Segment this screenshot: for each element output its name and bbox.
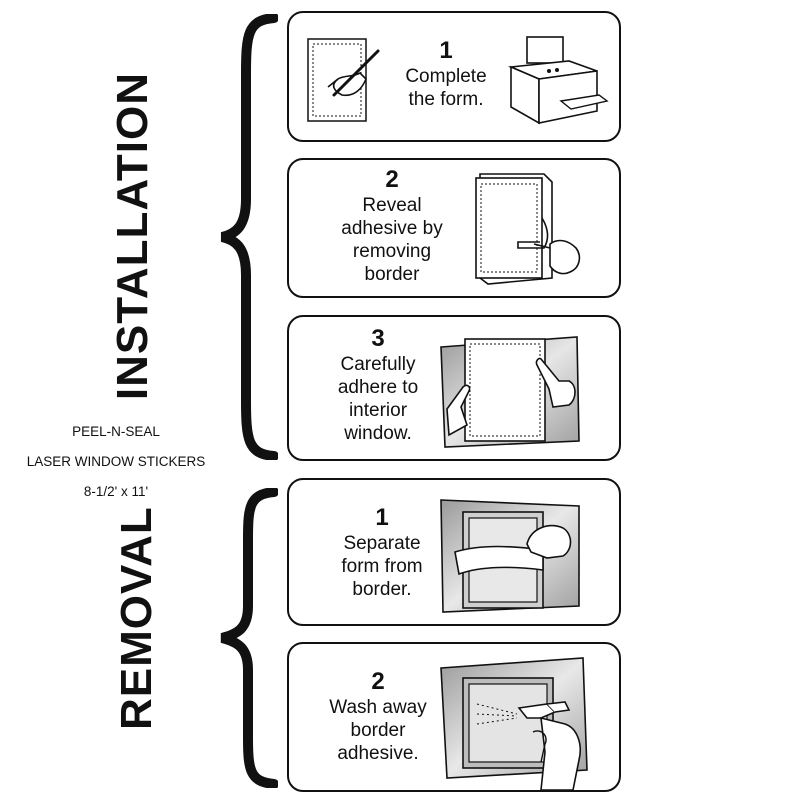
step-text-line: form from bbox=[341, 556, 423, 577]
removal-brace bbox=[220, 488, 278, 788]
step-text-line: Wash away bbox=[329, 697, 427, 718]
caption-line-3: 8-1/2' x 11' bbox=[83, 484, 149, 499]
step-text-line: window. bbox=[344, 423, 412, 444]
step-number: 3 bbox=[371, 325, 385, 352]
step-text-line: Separate bbox=[343, 533, 421, 554]
step-number: 2 bbox=[371, 668, 385, 695]
step-text-line: border bbox=[350, 720, 406, 741]
hands-on-window-icon bbox=[440, 336, 580, 448]
step-text-line: Carefully bbox=[340, 354, 416, 375]
step-text-line: removing bbox=[352, 241, 432, 262]
removal-step-1-text: 1 Separate form from border. bbox=[325, 504, 439, 601]
installation-step-1-card: 1 Complete the form. bbox=[287, 11, 621, 142]
step-text-line: border bbox=[364, 264, 420, 285]
separate-form-hand-icon bbox=[440, 499, 580, 613]
caption-line-2: LASER WINDOW STICKERS bbox=[26, 454, 206, 469]
installation-step-2-text: 2 Reveal adhesive by removing border bbox=[325, 166, 459, 286]
pen-writing-on-form-icon bbox=[307, 38, 380, 122]
removal-step-1-card: 1 Separate form from border. bbox=[287, 478, 621, 626]
installation-step-2-card: 2 Reveal adhesive by removing border bbox=[287, 158, 621, 298]
installation-brace bbox=[220, 14, 278, 460]
removal-step-2-card: 2 Wash away border adhesive. bbox=[287, 642, 621, 792]
removal-label: REMOVAL bbox=[112, 506, 161, 730]
spray-bottle-icon bbox=[440, 657, 588, 790]
step-text-line: border. bbox=[352, 579, 412, 600]
removal-step-2-text: 2 Wash away border adhesive. bbox=[311, 668, 445, 765]
caption-line-1: PEEL-N-SEAL bbox=[72, 424, 160, 439]
installation-step-3-text: 3 Carefully adhere to interior window. bbox=[321, 325, 435, 445]
step-number: 1 bbox=[375, 504, 389, 531]
installation-step-1-text: 1 Complete the form. bbox=[389, 37, 503, 111]
installation-label: INSTALLATION bbox=[108, 71, 157, 401]
step-text-line: adhesive. bbox=[337, 743, 419, 764]
step-number: 1 bbox=[439, 37, 453, 64]
printer-icon bbox=[507, 36, 609, 125]
step-text-line: Complete bbox=[405, 66, 487, 87]
step-text-line: adhesive by bbox=[341, 218, 443, 239]
step-text-line: interior bbox=[348, 400, 408, 421]
step-text-line: the form. bbox=[408, 89, 484, 110]
step-text-line: adhere to bbox=[337, 377, 419, 398]
product-caption: PEEL-N-SEAL LASER WINDOW STICKERS 8-1/2'… bbox=[0, 417, 232, 507]
peeling-border-hand-icon bbox=[475, 173, 581, 285]
installation-step-3-card: 3 Carefully adhere to interior window. bbox=[287, 315, 621, 461]
step-number: 2 bbox=[385, 166, 399, 193]
step-text-line: Reveal bbox=[362, 195, 422, 216]
